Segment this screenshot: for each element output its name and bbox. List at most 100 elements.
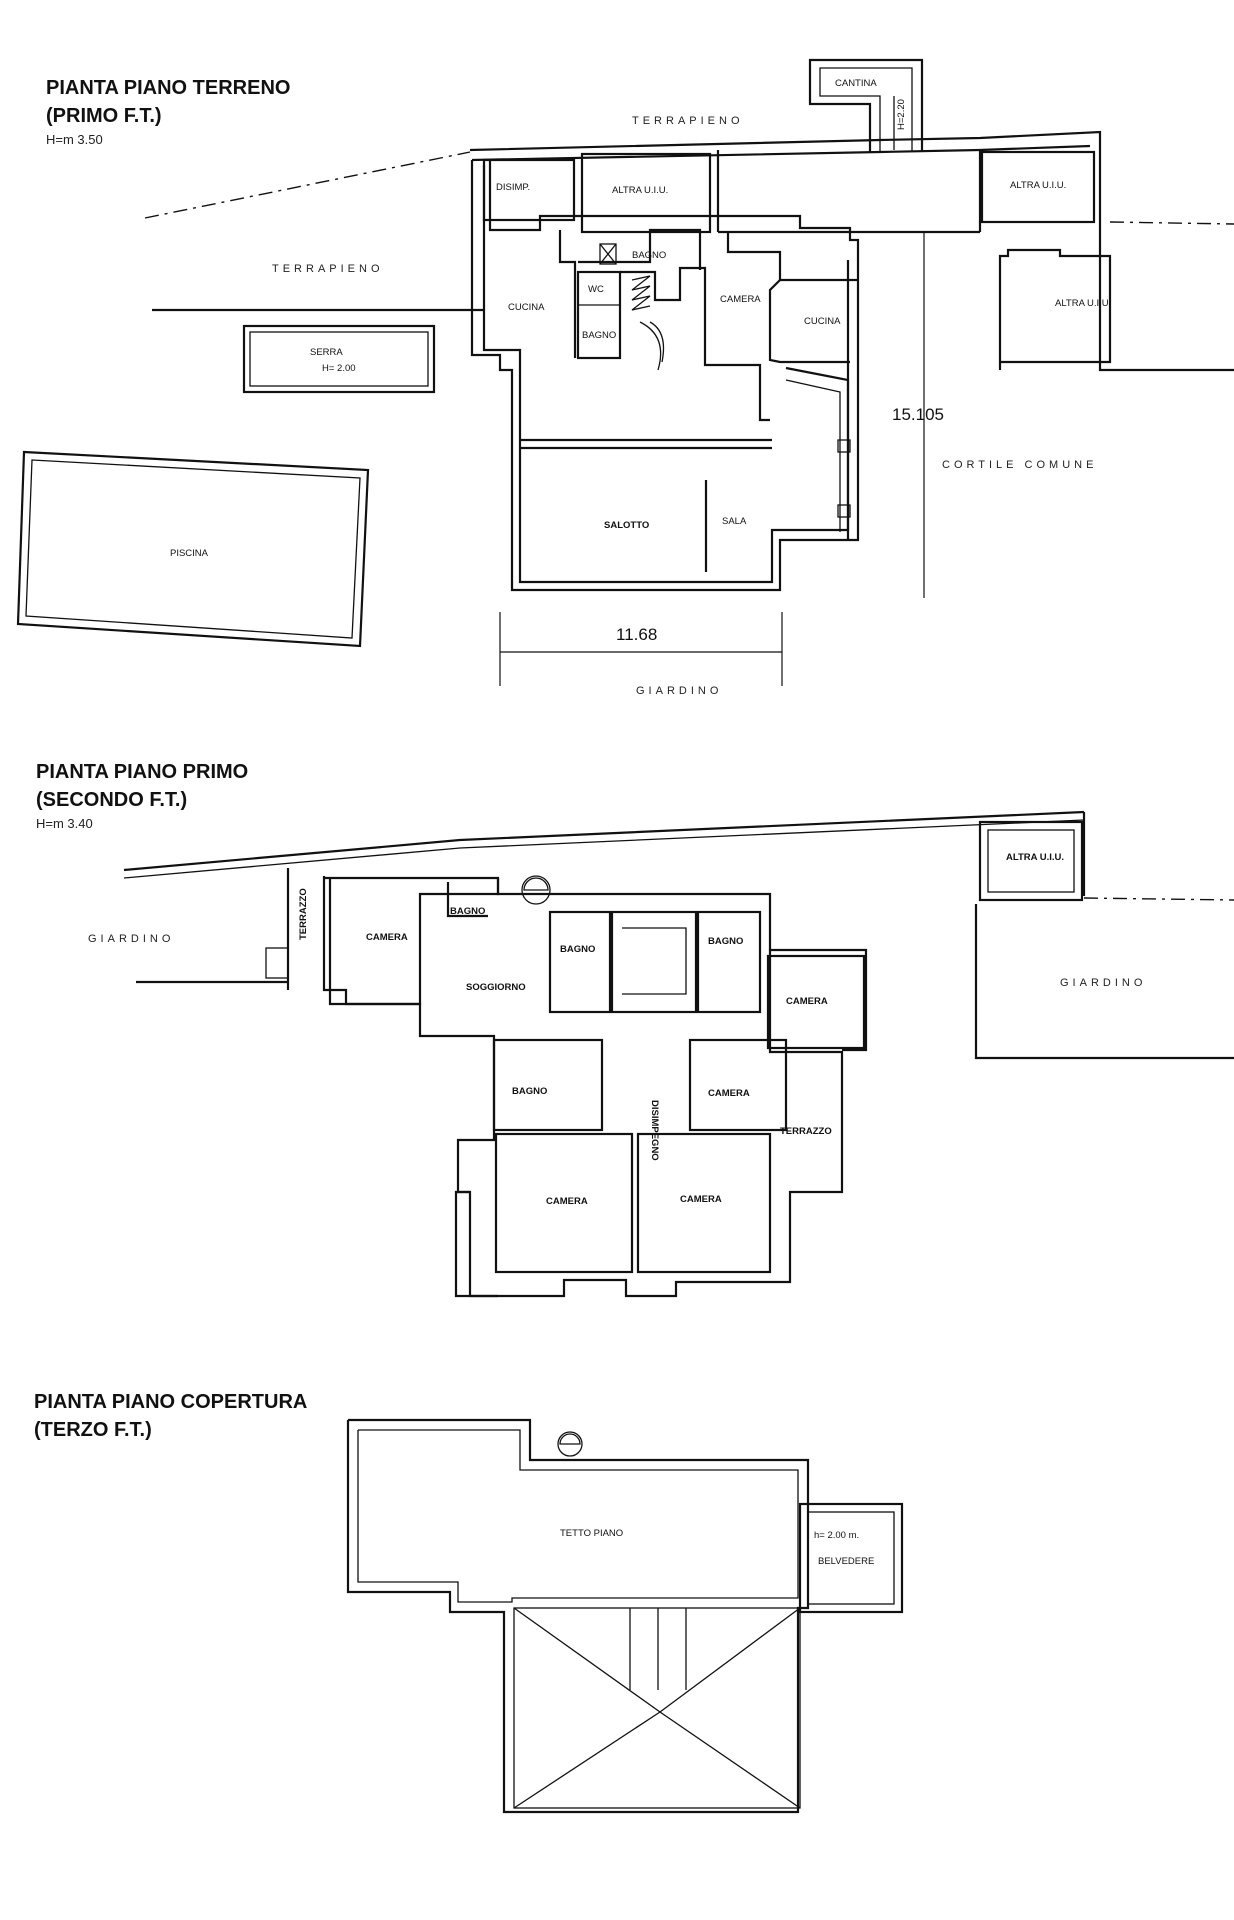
cortile-label: CORTILE COMUNE: [942, 459, 1097, 471]
roof-subtitle: (TERZO F.T.): [34, 1419, 152, 1441]
camera-label-3: CAMERA: [708, 1088, 750, 1099]
first-floor-title: PIANTA PIANO PRIMO: [36, 761, 248, 783]
bagno-4-room: [492, 1038, 604, 1132]
camera-label-2: CAMERA: [786, 996, 828, 1007]
belvedere-height: h= 2.00 m.: [814, 1530, 859, 1541]
spiral-stair-first: [521, 875, 551, 905]
first-floor-subtitle: (SECONDO F.T.): [36, 789, 187, 811]
stair-box-x2: [599, 243, 617, 265]
north-wall: [469, 130, 1234, 372]
cucina-label-1: CUCINA: [508, 302, 545, 313]
spiral-stair-roof-fill: [559, 1433, 581, 1445]
right-garden-wall: [974, 904, 1234, 1060]
bagno-label-2: BAGNO: [582, 330, 616, 341]
stair-steps: [631, 275, 651, 311]
partition-cucina: [558, 230, 577, 358]
first-floor-height: H=m 3.40: [36, 816, 93, 831]
hip-ridge-2: [659, 1607, 801, 1713]
cantina-label: CANTINA: [835, 78, 877, 89]
camera-label-1: CAMERA: [366, 932, 408, 943]
altra-uiu-room-3: [998, 248, 1112, 370]
disimp-room: [482, 158, 576, 222]
west-balcony: [454, 1190, 498, 1298]
spiral-stair-roof: [557, 1431, 583, 1457]
terrapieno-left-label: TERRAPIENO: [272, 263, 384, 275]
ground-floor-height: H=m 3.50: [46, 132, 103, 147]
camera-5-room: [636, 1132, 772, 1274]
salotto-label: SALOTTO: [604, 520, 649, 531]
roof-outline: [346, 1418, 810, 1814]
spiral-stair: [649, 321, 665, 363]
altra-uiu-first-inner: [987, 829, 1075, 893]
spiral-stair-first-fill: [523, 877, 549, 891]
piscina-inner: [25, 459, 361, 639]
cucina-label-2: CUCINA: [804, 316, 841, 327]
hip-roof: [513, 1607, 801, 1809]
piscina-outline: [16, 450, 370, 648]
garden-gate: [265, 947, 289, 979]
stair-box: [599, 243, 617, 265]
ground-main-inner: [482, 165, 850, 584]
cantina-height-label: H=2.20: [896, 99, 907, 130]
camera-label: CAMERA: [720, 294, 761, 305]
bagno-label-2: BAGNO: [560, 944, 595, 955]
altra-uiu-first: [978, 820, 1084, 902]
piscina-label: PISCINA: [170, 548, 209, 559]
stair-core: [610, 910, 698, 1014]
serra-label: SERRA: [310, 347, 343, 358]
north-boundary-first: [123, 810, 1085, 872]
serra-outline: [242, 324, 436, 394]
tetto-piano-label: TETTO PIANO: [560, 1528, 623, 1539]
hip-ridge-3: [513, 1711, 661, 1809]
terrazzo-label-1: TERRAZZO: [298, 888, 309, 940]
disimp-label: DISIMP.: [496, 182, 530, 193]
altra-uiu-label-3: ALTRA U.I.U.: [1055, 298, 1111, 309]
bagno-2-room: [548, 910, 612, 1014]
ground-floor-subtitle: (PRIMO F.T.): [46, 105, 162, 127]
camera-3-room: [688, 1038, 788, 1132]
serra-height-label: H= 2.00: [322, 363, 356, 374]
bagno-label-1: BAGNO: [632, 250, 666, 261]
roof-plan: PIANTA PIANO COPERTURA (TERZO F.T.) TETT…: [34, 1391, 904, 1814]
altra-uiu-label-2: ALTRA U.I.U.: [1010, 180, 1066, 191]
ground-main-outline: [470, 160, 860, 592]
camera-label-4: CAMERA: [546, 1196, 588, 1207]
wc-block: [576, 270, 622, 360]
first-floor-outer: [322, 876, 868, 1298]
camera-4-room: [494, 1132, 634, 1274]
roof-parapet: [357, 1429, 799, 1603]
width-dimension: 11.68: [616, 625, 657, 644]
serra-inner: [249, 331, 429, 387]
belvedere-outline: [798, 1502, 904, 1614]
first-floor-plan: PIANTA PIANO PRIMO (SECONDO F.T.) H=m 3.…: [36, 761, 1234, 1298]
belvedere-label: BELVEDERE: [818, 1556, 874, 1567]
wc-label: WC: [588, 284, 604, 295]
bagno-label-4: BAGNO: [512, 1086, 547, 1097]
partition-bagno: [578, 228, 702, 270]
boundary-line-right: [1109, 221, 1234, 225]
east-courtyard-inner: [785, 379, 841, 532]
hip-ridge-4: [659, 1711, 801, 1809]
terrapieno-top-label: TERRAPIENO: [632, 115, 744, 127]
giardino-left-label: GIARDINO: [88, 933, 174, 945]
altra-uiu-room-2: [980, 150, 1096, 224]
bagno-label-3: BAGNO: [708, 936, 743, 947]
hip-ridge-1: [513, 1607, 661, 1713]
sala-label: SALA: [722, 516, 747, 527]
depth-dimension: 15.105: [892, 405, 944, 424]
altra-uiu-first-label: ALTRA U.I.U.: [1006, 852, 1064, 863]
east-courtyard-wall: [785, 366, 850, 540]
altra-uiu-room-1: [580, 152, 712, 234]
camera-2-room: [766, 954, 866, 1050]
cantina-walls: [808, 58, 924, 152]
partition-cucina2: [768, 279, 850, 364]
bagno-3-room: [696, 910, 762, 1014]
stair-core-steps: [622, 927, 687, 995]
north-boundary-first-inner: [123, 819, 1085, 879]
camera-label-5: CAMERA: [680, 1194, 722, 1205]
first-floor-north: [496, 878, 772, 950]
ground-floor-title: PIANTA PIANO TERRENO: [46, 77, 290, 99]
partition-camera: [726, 232, 858, 282]
giardino-label: GIARDINO: [636, 685, 722, 697]
